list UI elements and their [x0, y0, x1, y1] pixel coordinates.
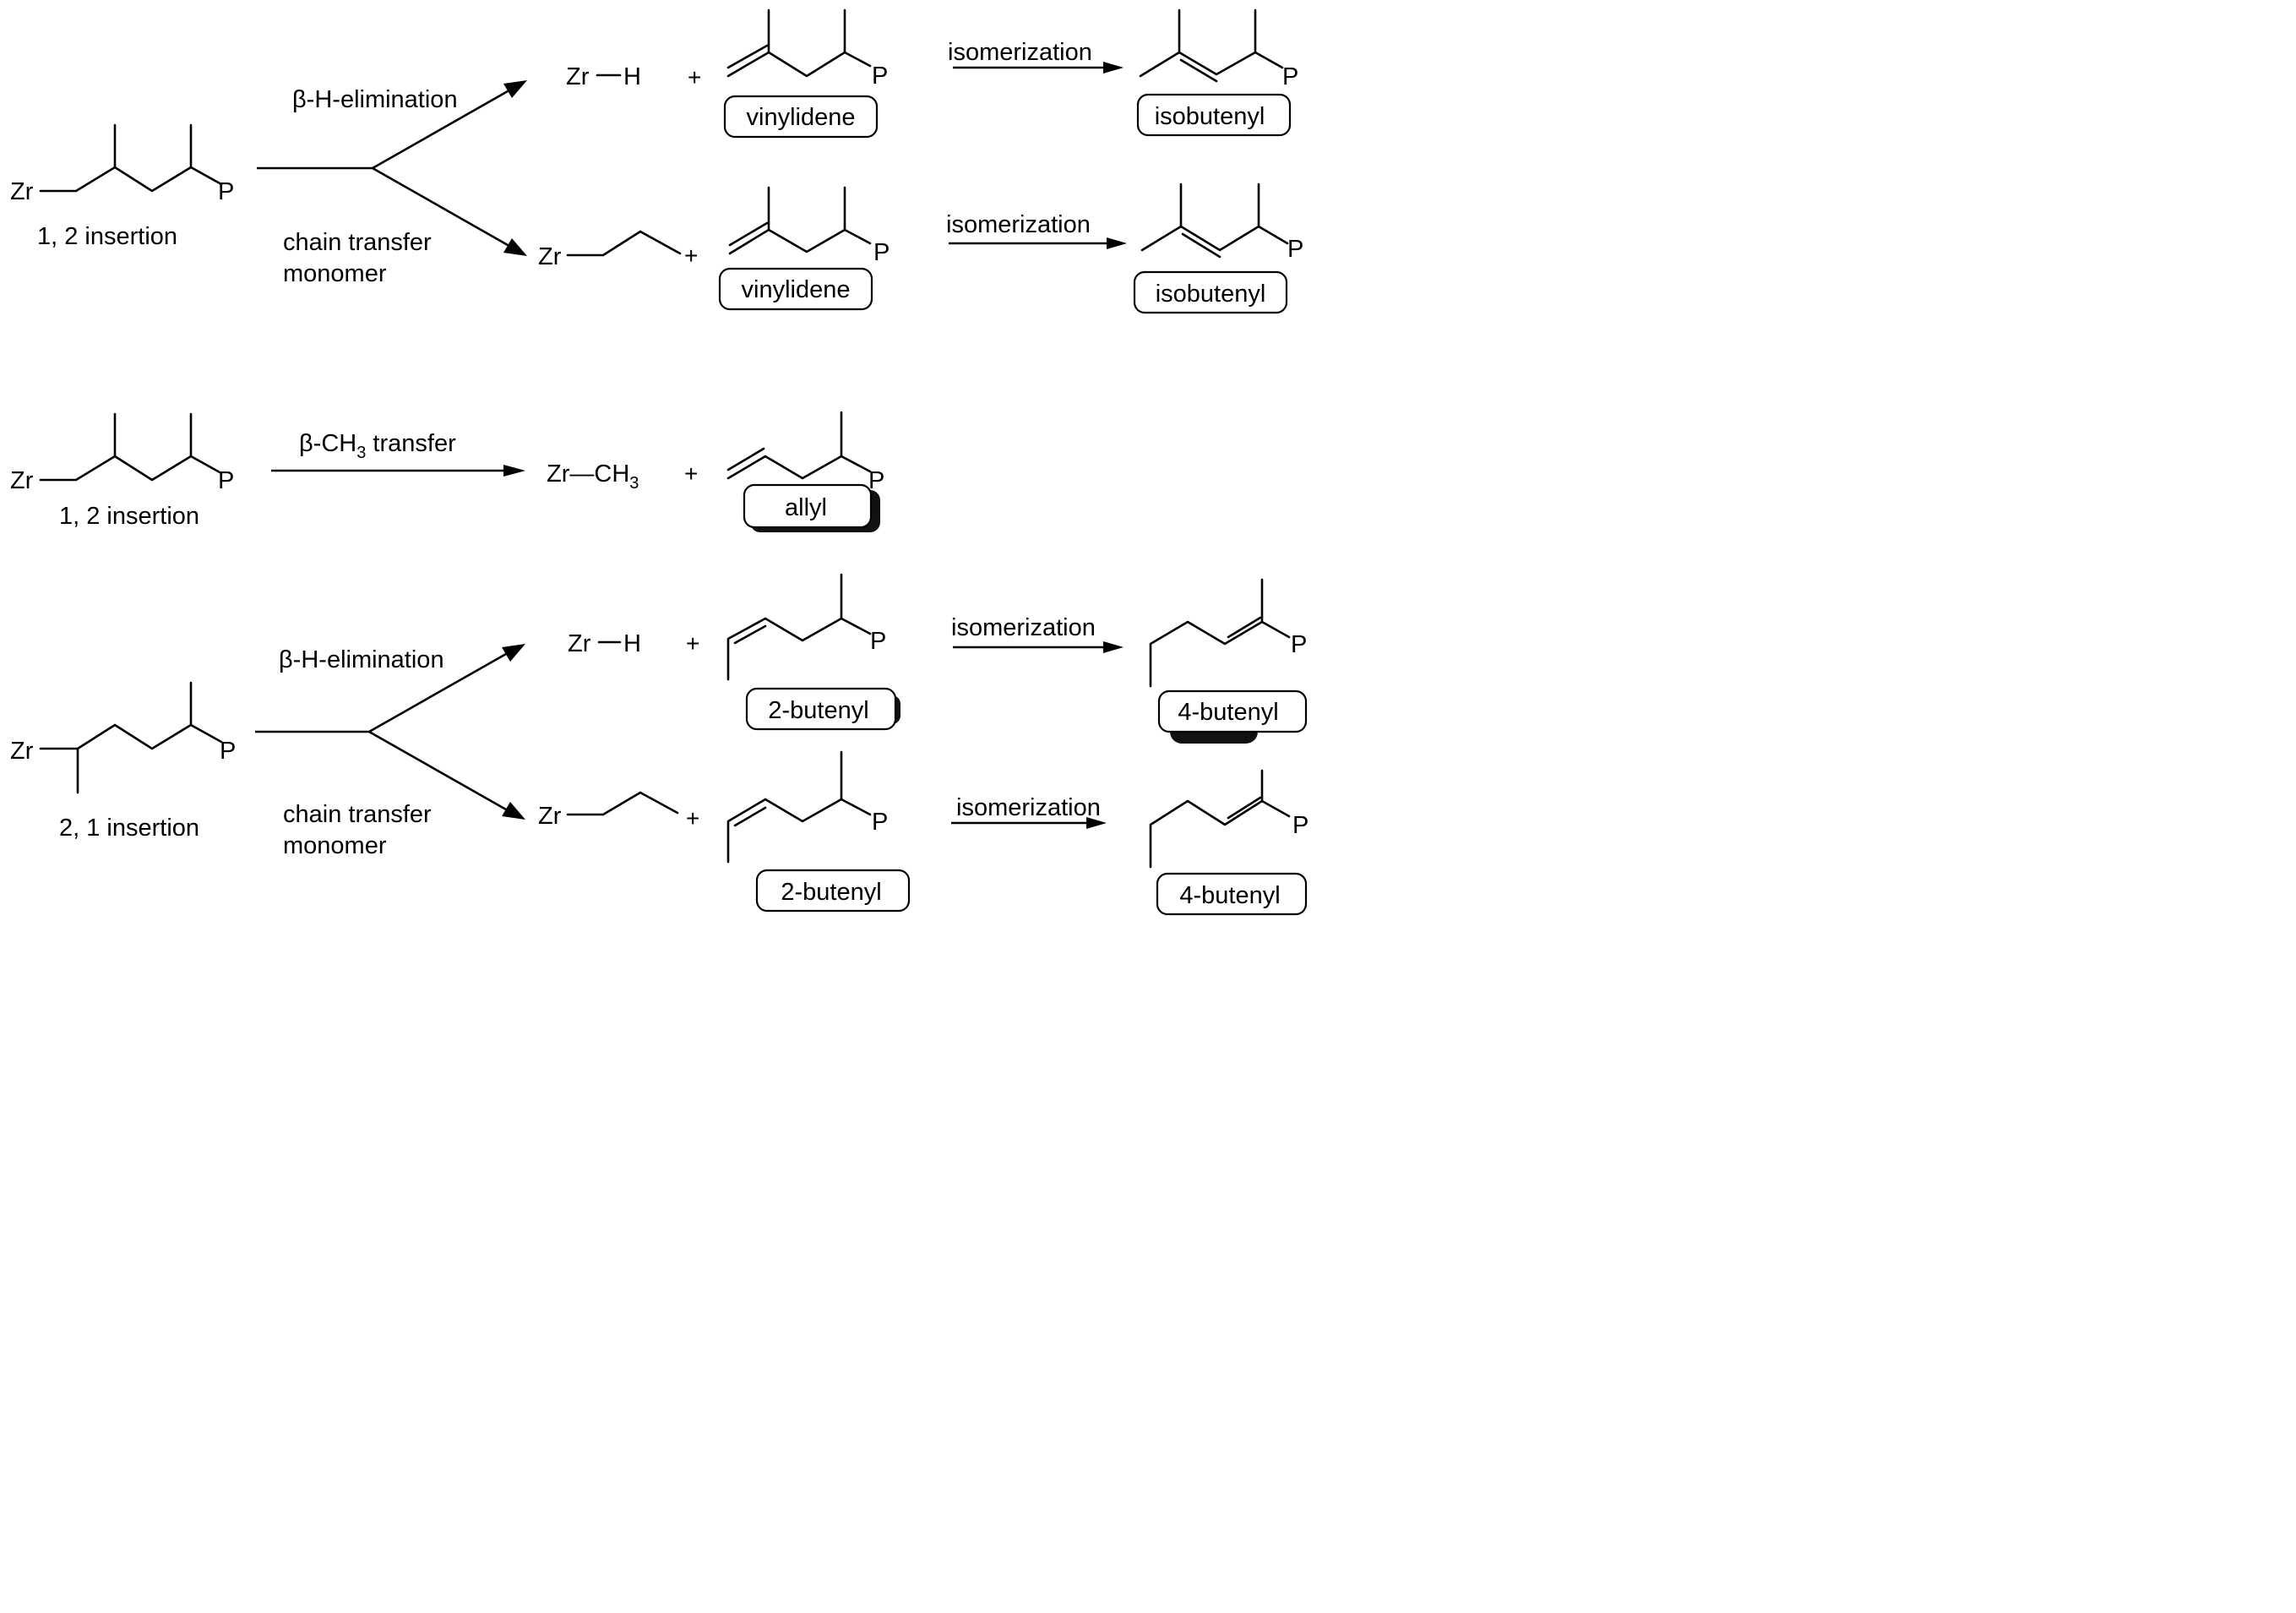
- isobutenyl-label: isobutenyl: [1155, 103, 1265, 130]
- p-atom: P: [1291, 631, 1307, 658]
- start-chain-2: Zr P 1, 2 insertion: [10, 412, 234, 530]
- start-chain-3: Zr P 2, 1 insertion: [10, 681, 236, 842]
- 4-butenyl-label: 4-butenyl: [1179, 882, 1280, 909]
- allyl-structure: P allyl: [726, 411, 884, 532]
- 4-butenyl-label: 4-butenyl: [1178, 699, 1278, 726]
- h-atom: H: [623, 630, 641, 657]
- section-2-1-insertion: Zr P 2, 1 insertion β-H-elimination chai…: [10, 573, 1309, 916]
- 2-butenyl-box: [745, 687, 897, 731]
- p-atom: P: [1282, 63, 1298, 90]
- isomerization-arrow-3: isomerization: [951, 614, 1124, 653]
- branch-arrow-1: β-H-elimination chain transfer monomer: [257, 80, 527, 287]
- p-atom: P: [870, 628, 886, 655]
- vinylidene-box: [718, 267, 873, 311]
- methyl-bonds: [113, 123, 193, 169]
- h-atom: H: [623, 63, 641, 90]
- beta-ch3-transfer-arrow: β-CH3 transfer: [271, 430, 525, 477]
- start-chain-1: Zr P 1, 2 insertion: [10, 123, 234, 250]
- beta-h-elimination-label: β-H-elimination: [292, 86, 458, 113]
- zr-atom: Zr: [538, 243, 562, 270]
- 4-butenyl-structure-upper: P 4-butenyl: [1149, 578, 1308, 744]
- p-atom: P: [1287, 236, 1303, 263]
- 2-butenyl-label: 2-butenyl: [781, 879, 881, 906]
- isomerization-label: isomerization: [948, 39, 1092, 66]
- isobutenyl-box: [1133, 270, 1288, 314]
- isomerization-label: isomerization: [956, 794, 1101, 821]
- chain-bonds: [39, 166, 223, 193]
- vinylidene-box: [723, 95, 879, 139]
- isomerization-label: isomerization: [951, 614, 1096, 641]
- zr-propyl-product: Zr +: [538, 230, 698, 270]
- isobutenyl-box: [1136, 93, 1292, 137]
- 4-butenyl-box: [1157, 689, 1308, 733]
- isomerization-arrow-4: isomerization: [951, 794, 1107, 829]
- isobutenyl-structure-lower: P isobutenyl: [1133, 183, 1303, 314]
- allyl-label: allyl: [785, 494, 827, 521]
- vinylidene-label: vinylidene: [747, 104, 856, 131]
- insertion-label: 1, 2 insertion: [59, 503, 199, 530]
- p-atom: P: [1292, 812, 1309, 839]
- zr-atom: Zr: [566, 63, 590, 90]
- p-atom: P: [220, 738, 236, 765]
- isobutenyl-label: isobutenyl: [1156, 281, 1266, 308]
- zr-h-product: Zr H +: [566, 63, 701, 90]
- vinylidene-structure-lower: P vinylidene: [718, 186, 890, 311]
- section-beta-ch3-transfer: Zr P 1, 2 insertion β-CH3 transfer Zr—CH…: [10, 411, 884, 532]
- p-atom: P: [868, 467, 884, 494]
- reaction-scheme: Zr P 1, 2 insertion β-H-elimination chai…: [10, 8, 1309, 916]
- isobutenyl-structure-upper: P isobutenyl: [1136, 8, 1298, 137]
- 2-butenyl-label: 2-butenyl: [768, 697, 868, 724]
- 2-butenyl-structure-lower: P 2-butenyl: [726, 750, 911, 913]
- plus-sign: +: [688, 64, 701, 90]
- allyl-box: [743, 483, 873, 529]
- zr-atom: Zr: [538, 803, 562, 830]
- 2-butenyl-box: [755, 869, 911, 913]
- zr-propyl-product-3: Zr +: [538, 791, 699, 831]
- monomer-label: monomer: [283, 260, 387, 287]
- p-atom: P: [218, 467, 234, 494]
- p-atom: P: [873, 239, 890, 266]
- branch-arrow-3: β-H-elimination chain transfer monomer: [255, 644, 525, 859]
- 4-butenyl-structure-lower: P 4-butenyl: [1149, 769, 1309, 916]
- plus-sign: +: [684, 460, 698, 487]
- p-atom: P: [872, 809, 888, 836]
- 4-butenyl-box: [1156, 872, 1308, 916]
- isomerization-arrow-2: isomerization: [946, 211, 1127, 249]
- insertion-label: 1, 2 insertion: [37, 223, 177, 250]
- chain-transfer-label: chain transfer: [283, 229, 432, 256]
- vinylidene-structure-upper: P vinylidene: [723, 8, 888, 139]
- zr-ch3-label: Zr—CH3: [547, 460, 639, 493]
- beta-h-elimination-label: β-H-elimination: [279, 646, 444, 673]
- plus-sign: +: [686, 805, 699, 831]
- zr-atom: Zr: [10, 738, 34, 765]
- p-atom: P: [872, 63, 888, 90]
- zr-h-product-3: Zr H +: [568, 630, 699, 657]
- beta-ch3-transfer-label: β-CH3 transfer: [299, 430, 456, 462]
- zr-atom: Zr: [10, 467, 34, 494]
- zr-atom: Zr: [10, 178, 34, 205]
- section-1-2-insertion-top: Zr P 1, 2 insertion β-H-elimination chai…: [10, 8, 1303, 314]
- 2-butenyl-structure-upper: P 2-butenyl: [726, 573, 900, 731]
- p-atom: P: [218, 178, 234, 205]
- isomerization-label: isomerization: [946, 211, 1091, 238]
- monomer-label: monomer: [283, 832, 387, 859]
- plus-sign: +: [686, 630, 699, 657]
- insertion-label: 2, 1 insertion: [59, 815, 199, 842]
- chain-transfer-label: chain transfer: [283, 801, 432, 828]
- plus-sign: +: [684, 242, 698, 269]
- isomerization-arrow-1: isomerization: [948, 39, 1124, 74]
- zr-atom: Zr: [568, 630, 591, 657]
- zr-methyl-product: Zr—CH3 +: [547, 460, 698, 493]
- vinylidene-label: vinylidene: [742, 276, 851, 303]
